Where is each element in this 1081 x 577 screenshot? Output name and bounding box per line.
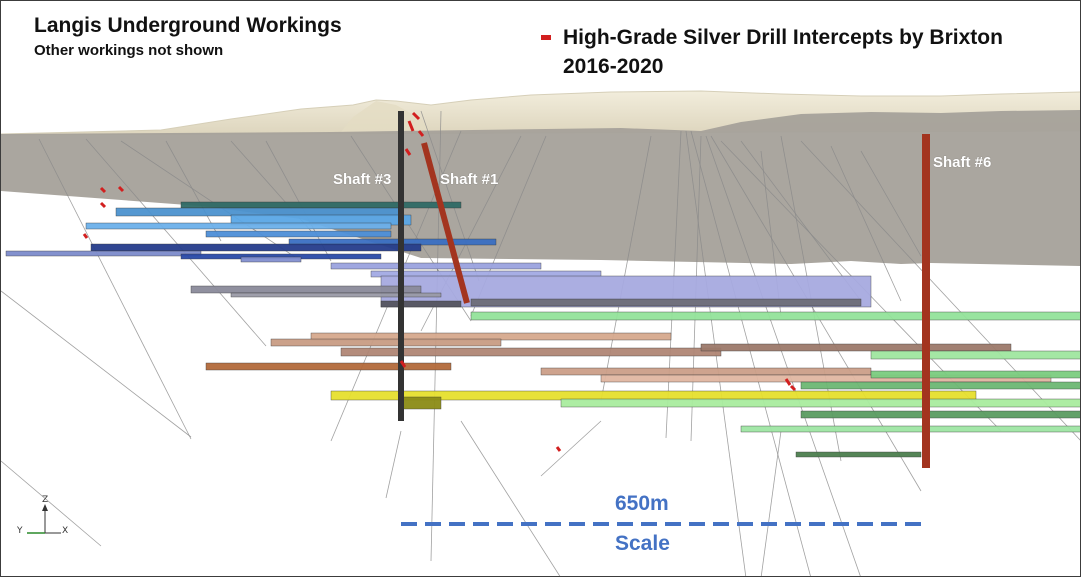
mine-drift xyxy=(870,370,1080,379)
mine-drift xyxy=(870,350,1080,360)
mine-drift xyxy=(5,250,202,257)
silver-intercept xyxy=(411,111,421,121)
mine-drift xyxy=(560,398,1080,408)
axis-z-label: Z xyxy=(42,495,49,505)
drill-hole xyxy=(705,135,861,576)
silver-intercept xyxy=(789,384,797,392)
mine-drift xyxy=(190,285,422,294)
mine-drift xyxy=(380,300,462,308)
axis-triad-icon xyxy=(27,504,61,534)
mine-drift xyxy=(330,262,542,270)
shaft-6-label: Shaft #6 xyxy=(933,154,992,171)
mine-drift xyxy=(800,381,1080,390)
shaft-6 xyxy=(922,134,930,468)
mine-drift xyxy=(700,343,1012,352)
drill-hole xyxy=(690,130,811,576)
mine-drift xyxy=(800,410,1080,419)
shafts xyxy=(398,111,930,468)
shaft-3 xyxy=(398,111,404,421)
mine-drift xyxy=(85,222,392,230)
mine-drift xyxy=(470,298,862,307)
mine-drift xyxy=(795,451,922,458)
drill-hole xyxy=(1,460,102,547)
silver-intercept xyxy=(399,360,407,368)
silver-intercept xyxy=(555,446,562,452)
drill-hole xyxy=(385,430,402,499)
diagram-subtitle: Other workings not shown xyxy=(34,42,224,59)
overburden-layer xyxy=(1,110,1080,266)
mine-drift xyxy=(230,292,442,298)
mine-drift xyxy=(340,347,722,357)
legend-label-line2: 2016-2020 xyxy=(563,55,664,78)
drill-hole xyxy=(860,150,922,257)
drill-hole xyxy=(540,420,602,477)
terrain-ridge xyxy=(341,101,431,132)
mine-drift xyxy=(205,230,392,238)
shaft-3-label: Shaft #3 xyxy=(333,171,392,188)
mine-drift xyxy=(270,338,502,347)
drill-hole xyxy=(420,110,480,282)
scale-label: Scale xyxy=(615,532,670,555)
underground-workings xyxy=(5,201,1080,458)
silver-intercept xyxy=(417,130,425,137)
axis-x-label: X xyxy=(62,526,69,536)
legend-intercept-swatch xyxy=(541,35,551,40)
drill-hole xyxy=(460,420,561,576)
mine-drift xyxy=(180,201,462,209)
drill-hole xyxy=(760,430,782,576)
mine-drift xyxy=(540,367,872,376)
diagram-title: Langis Underground Workings xyxy=(34,14,342,37)
silver-intercept xyxy=(404,148,412,156)
drill-hole xyxy=(120,140,302,262)
mine-drift xyxy=(400,396,442,410)
drill-hole xyxy=(38,138,192,440)
silver-intercept xyxy=(784,378,792,386)
mine-drift xyxy=(240,256,302,263)
mine-drift xyxy=(205,362,452,371)
drill-hole xyxy=(85,138,267,347)
drill-hole xyxy=(830,145,902,302)
mine-drift xyxy=(740,425,1080,433)
scale-value: 650m xyxy=(615,492,669,515)
drill-hole xyxy=(800,140,1080,441)
shaft-1 xyxy=(421,142,470,304)
silver-intercept xyxy=(99,186,107,194)
mine-drift xyxy=(90,243,422,252)
legend-label-line1: High-Grade Silver Drill Intercepts by Br… xyxy=(563,26,1003,49)
drill-hole xyxy=(740,140,862,302)
shaft-1-label: Shaft #1 xyxy=(440,171,499,188)
drill-hole xyxy=(1,290,192,438)
mine-drift xyxy=(470,311,1080,321)
silver-intercept xyxy=(117,185,125,193)
silver-intercept xyxy=(82,233,89,239)
drill-hole xyxy=(600,135,652,402)
silver-intercept xyxy=(407,120,415,132)
silver-intercepts xyxy=(82,111,797,452)
silver-intercept xyxy=(99,201,107,209)
axis-y-label: Y xyxy=(17,526,23,536)
